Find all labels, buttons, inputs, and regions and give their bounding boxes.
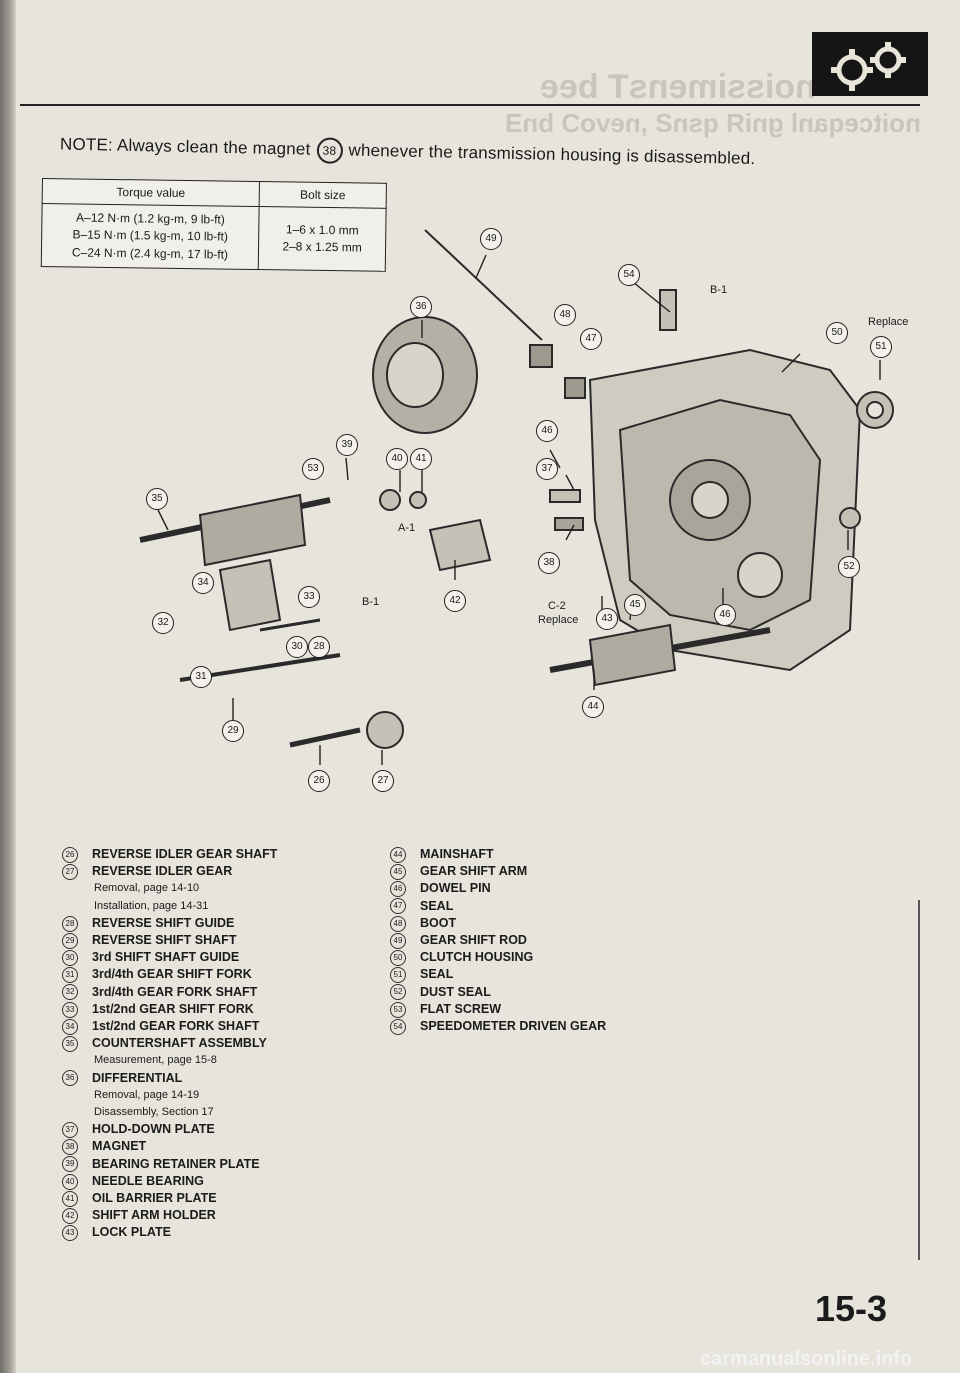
callout-43: 43 <box>596 608 618 630</box>
callout-27: 27 <box>372 770 394 792</box>
bleed-through-text: noissimensT bee <box>540 68 816 106</box>
transmission-exploded-illustration <box>139 229 894 765</box>
callout-46: 46 <box>536 420 558 442</box>
callout-42: 42 <box>444 590 466 612</box>
callout-38: 38 <box>538 552 560 574</box>
watermark-text: carmanualsonline.info <box>700 1348 913 1370</box>
legend-subnote: Removal, page 14-10 <box>94 882 200 895</box>
torque-tag-b1: B-1 <box>710 284 728 296</box>
legend-subnote: Disassembly, Section 17 <box>94 1106 214 1119</box>
replace-tag: Replace <box>538 614 579 626</box>
replace-tag: Replace <box>868 316 909 328</box>
callout-49: 49 <box>480 228 502 250</box>
callout-35: 35 <box>146 488 168 510</box>
note-callout-ref: 38 <box>316 137 343 164</box>
callout-26: 26 <box>308 770 330 792</box>
callout-53: 53 <box>302 458 324 480</box>
callout-54: 54 <box>618 264 640 286</box>
legend-subnote: Measurement, page 15-8 <box>94 1054 217 1067</box>
callout-32: 32 <box>152 612 174 634</box>
callout-45: 45 <box>624 594 646 616</box>
callout-28: 28 <box>308 636 330 658</box>
callout-34: 34 <box>192 572 214 594</box>
bleed-through-text: noitceqanl gniЯ qsnƧ ,nevoƆ bnƎ <box>505 108 921 138</box>
callout-50: 50 <box>826 322 848 344</box>
callout-44: 44 <box>582 696 604 718</box>
callout-47: 47 <box>580 328 602 350</box>
gear-logo-icon <box>812 32 928 96</box>
callout-30: 30 <box>286 636 308 658</box>
exploded-diagram: 26 27 28 29 30 31 32 33 34 35 36 37 38 3… <box>30 200 930 820</box>
callout-33: 33 <box>298 586 320 608</box>
callout-52: 52 <box>838 556 860 578</box>
header-rule <box>20 104 920 106</box>
page-number: 15-3 <box>815 1288 888 1329</box>
torque-tag-a1: A-1 <box>398 522 416 534</box>
callout-39: 39 <box>336 434 358 456</box>
torque-tag-c2: C-2 <box>548 600 566 612</box>
legend-subnote: Installation, page 14-31 <box>94 899 209 912</box>
callout-41: 41 <box>410 448 432 470</box>
callout-29: 29 <box>222 720 244 742</box>
callout-31: 31 <box>190 666 212 688</box>
callout-37: 37 <box>536 458 558 480</box>
callout-51: 51 <box>870 336 892 358</box>
callout-46: 46 <box>714 604 736 626</box>
legend-subnote: Removal, page 14-19 <box>94 1088 200 1101</box>
callout-48: 48 <box>554 304 576 326</box>
torque-tag-b1: B-1 <box>362 596 380 608</box>
page-binding-edge <box>0 0 16 1373</box>
callout-40: 40 <box>386 448 408 470</box>
margin-rule <box>918 900 920 1260</box>
callout-36: 36 <box>410 296 432 318</box>
